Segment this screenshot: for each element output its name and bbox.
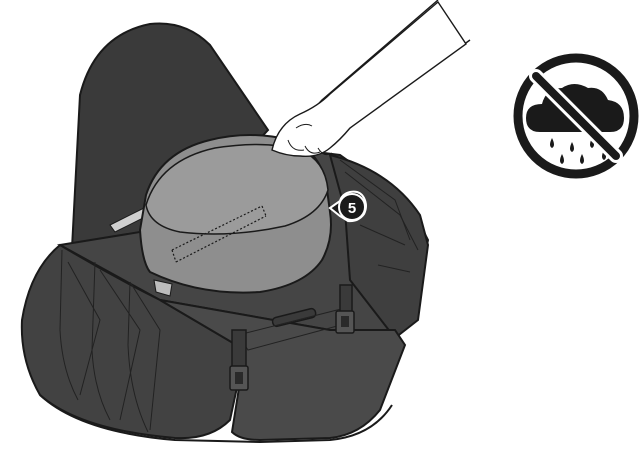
step-number: 5 (348, 200, 356, 217)
hand (271, 0, 471, 158)
step-marker: 5 (328, 190, 367, 223)
front-pocket-slot (271, 307, 317, 328)
cushion-insert (138, 134, 332, 294)
no-rain-icon (513, 53, 639, 179)
right-buckle (335, 284, 355, 334)
left-buckle (229, 329, 249, 391)
side-clip (153, 279, 173, 297)
